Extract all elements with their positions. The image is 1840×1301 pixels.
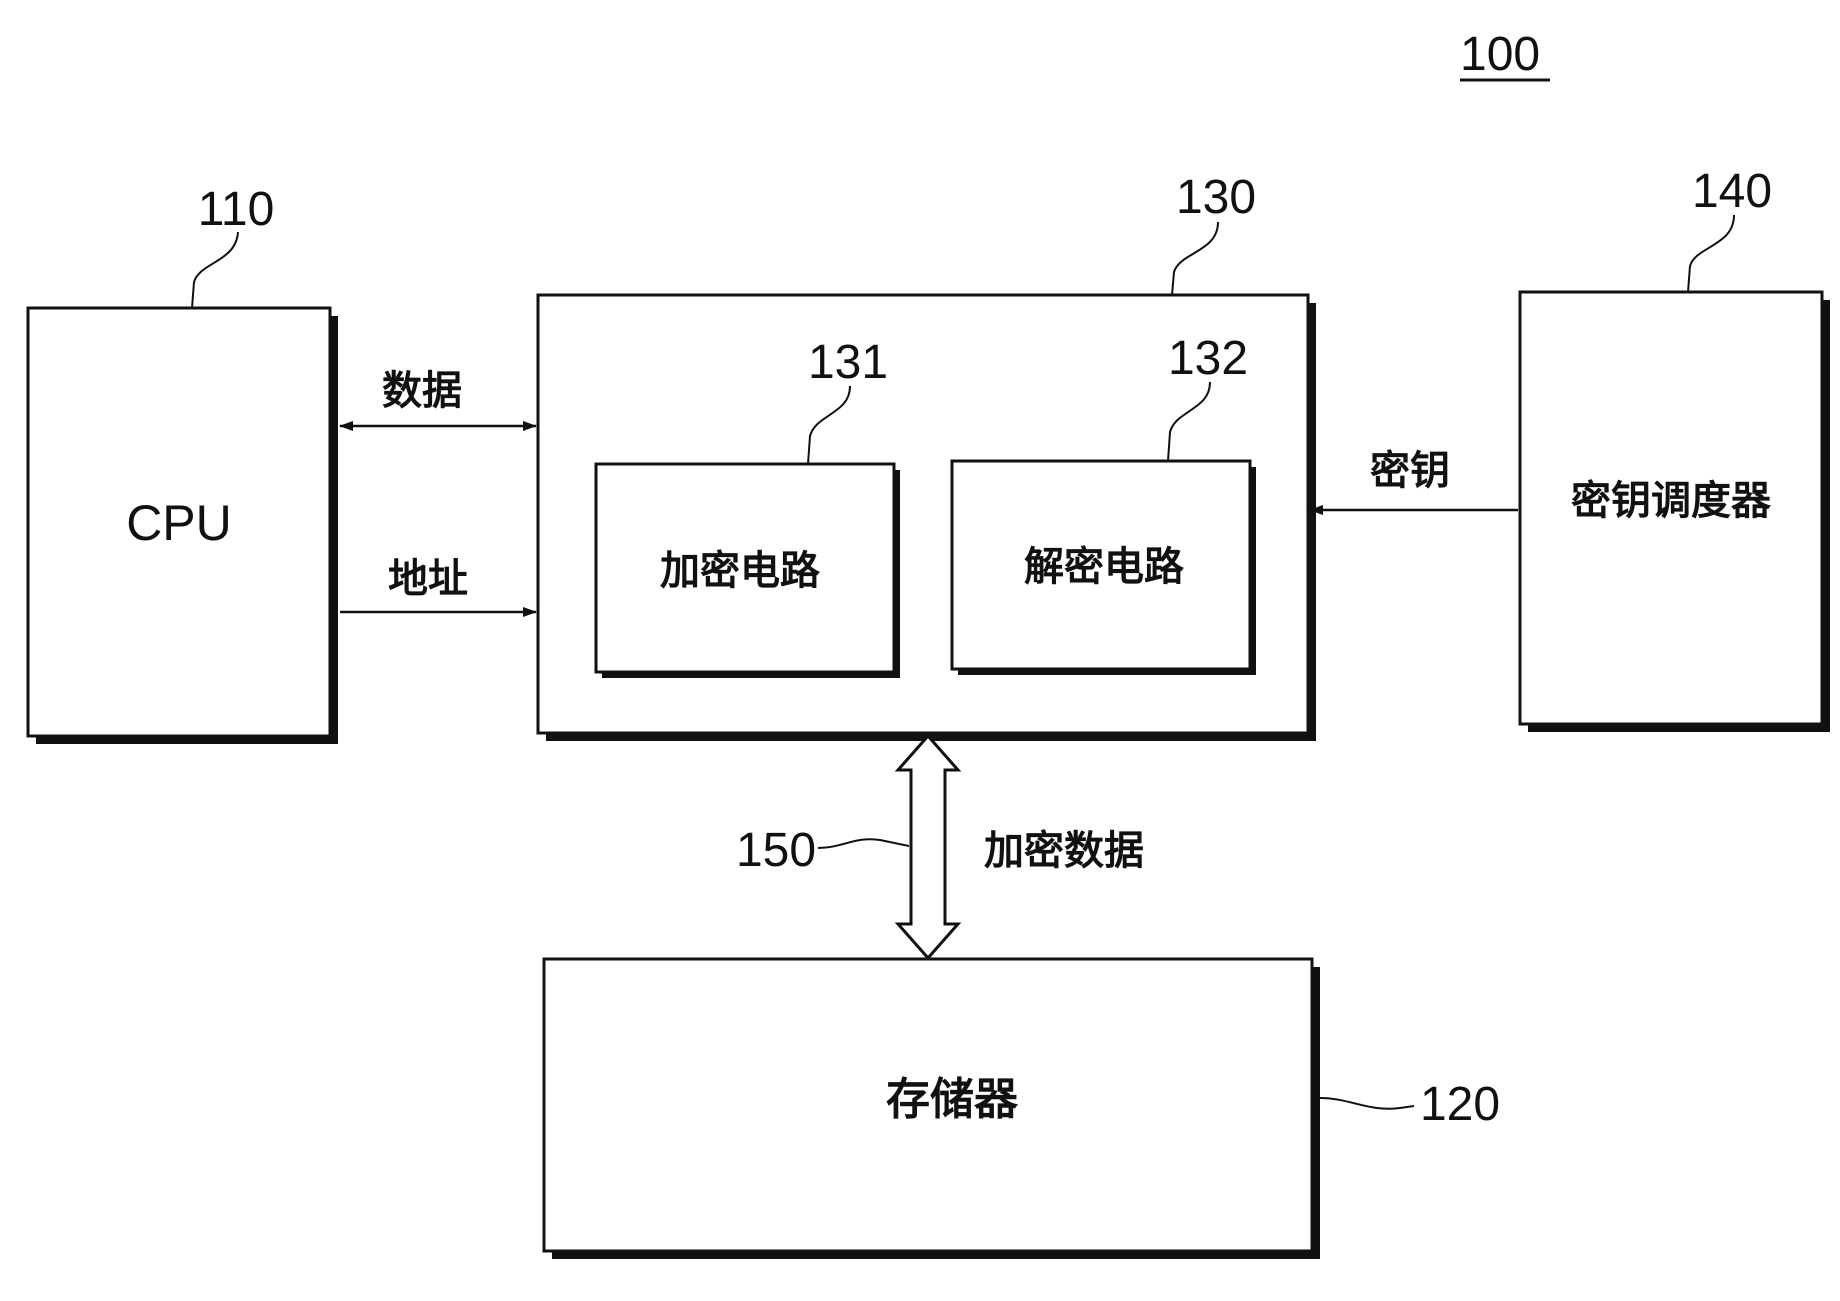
key-scheduler-ref: 140 [1692, 165, 1772, 218]
bus-double-arrow [894, 733, 962, 961]
memory-box [542, 957, 1314, 1253]
decrypt-label: 解密电路 [1024, 544, 1185, 590]
decrypt-box [950, 459, 1252, 671]
cpu-label: CPU [126, 495, 232, 551]
decrypt-ref-leader [1167, 381, 1211, 462]
cpu-block: CPU 110 [26, 183, 338, 744]
data-signal: 数据 [339, 368, 537, 431]
decrypt-block: 解密电路 132 [950, 332, 1256, 675]
encrypted-data-label: 加密数据 [984, 828, 1144, 874]
encrypt-box [594, 462, 896, 674]
controller-block: 130 加密电路 131 解密电路 132 [536, 171, 1316, 741]
memory-label: 存储器 [886, 1074, 1019, 1125]
address-label: 地址 [388, 556, 468, 602]
bus-ref: 150 [736, 824, 816, 877]
encrypt-block: 加密电路 131 [594, 336, 900, 678]
decrypt-ref: 132 [1168, 332, 1248, 385]
cpu-ref: 110 [198, 183, 275, 236]
figure-reference: 100 [1460, 28, 1550, 82]
data-label: 数据 [382, 368, 462, 414]
encrypt-ref-leader [807, 385, 851, 465]
key-label: 密钥 [1370, 448, 1450, 494]
encrypt-ref: 131 [808, 336, 888, 389]
cpu-box [26, 306, 332, 738]
memory-block: 存储器 120 [542, 957, 1500, 1259]
memory-ref: 120 [1420, 1078, 1500, 1131]
figure-number: 100 [1460, 28, 1540, 81]
key-scheduler-block: 密钥调度器 140 [1518, 165, 1830, 732]
key-scheduler-ref-leader [1687, 214, 1735, 293]
key-signal: 密钥 [1309, 448, 1518, 515]
encrypt-label: 加密电路 [660, 548, 821, 594]
encrypted-data-bus: 加密数据 150 [736, 733, 1144, 961]
memory-ref-leader [1319, 1097, 1415, 1110]
controller-ref-leader [1171, 221, 1219, 296]
key-scheduler-label: 密钥调度器 [1571, 478, 1772, 524]
cpu-ref-leader [191, 231, 239, 309]
bus-ref-leader [817, 838, 910, 849]
controller-ref: 130 [1176, 171, 1256, 224]
key-scheduler-box [1518, 290, 1824, 726]
address-signal: 地址 [340, 556, 537, 617]
